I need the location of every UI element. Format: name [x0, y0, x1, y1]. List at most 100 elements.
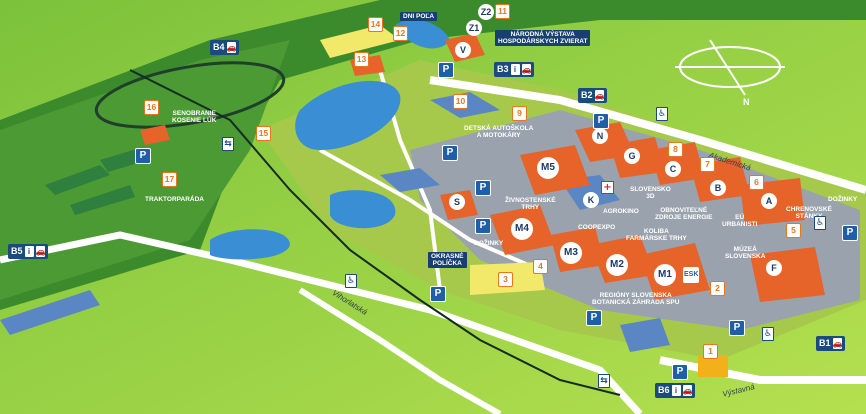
plot-1 — [698, 355, 728, 377]
marker-10[interactable]: 10 — [453, 94, 468, 109]
marker-11[interactable]: 11 — [495, 4, 510, 19]
road-south-west — [0, 231, 643, 414]
car-icon: 🚗 — [521, 64, 532, 76]
lake-north — [295, 80, 401, 150]
label-dozinky-top: DOŽINKY — [828, 196, 858, 203]
building-v[interactable]: V — [455, 42, 471, 58]
label-detska-autoskola: DETSKÁ AUTOŠKOLA A MOTOKÁRY — [464, 125, 534, 139]
marker-4[interactable]: 4 — [533, 259, 548, 274]
field-west — [0, 40, 290, 300]
building-z2[interactable]: Z2 — [478, 4, 494, 20]
marker-8[interactable]: 8 — [668, 142, 683, 157]
parking-sign[interactable]: P — [672, 364, 688, 380]
wc-icon: i — [24, 246, 34, 258]
road-vihorlatska — [298, 287, 502, 414]
gate-b3-label: B3 — [497, 64, 509, 74]
gate-b5-label: B5 — [11, 246, 23, 256]
gate-b1[interactable]: B1🚗 — [816, 336, 845, 351]
label-obnovitelne-zdroje: OBNOVITEĽNÉ ZDROJE ENERGIE — [655, 207, 713, 221]
wc-icon: ♿ — [656, 107, 668, 121]
rail-station-icon: ⇆ — [598, 374, 610, 388]
road-vystavna — [659, 356, 866, 384]
building-k[interactable]: K — [583, 192, 599, 208]
building-n[interactable]: N — [592, 128, 608, 144]
parking-sign[interactable]: P — [135, 148, 151, 164]
label-narodna-vystava: NÁRODNÁ VÝSTAVA HOSPODÁRSKYCH ZVIERAT — [495, 30, 591, 46]
marker-13[interactable]: 13 — [354, 52, 369, 67]
parking-sign[interactable]: P — [729, 320, 745, 336]
railway-line — [129, 69, 621, 396]
lake-south — [210, 229, 290, 260]
building-z1[interactable]: Z1 — [466, 20, 482, 36]
building-f[interactable]: F — [766, 260, 782, 276]
parking-sign[interactable]: P — [430, 286, 446, 302]
marker-15[interactable]: 15 — [256, 126, 271, 141]
marker-17[interactable]: 17 — [162, 172, 177, 187]
label-zivnostenske-trhy: ŽIVNOSTENSKÉ TRHY — [505, 197, 556, 211]
label-traktoparada: TRAKTORPARÁDA — [145, 196, 204, 203]
label-regiony: REGIÓNY SLOVENSKA BOTANICKÁ ZÁHRADA SPU — [592, 292, 680, 306]
building-m3[interactable]: M3 — [560, 242, 582, 264]
marker-2[interactable]: 2 — [710, 281, 725, 296]
building-m5[interactable]: M5 — [537, 157, 559, 179]
label-dni-pola: DNI POĽA — [400, 12, 438, 21]
car-icon: 🚗 — [594, 90, 605, 102]
wc-icon: ♿ — [814, 216, 826, 230]
gate-b2[interactable]: B2🚗 — [578, 88, 607, 103]
marker-7[interactable]: 7 — [700, 157, 715, 172]
gate-b2-label: B2 — [581, 90, 593, 100]
pond-north — [395, 20, 450, 49]
label-coopexpo: COOPEXPO — [578, 224, 616, 231]
compass-rose — [675, 39, 785, 96]
building-a[interactable]: A — [761, 193, 777, 209]
building-m2[interactable]: M2 — [606, 254, 628, 276]
building-g[interactable]: G — [624, 148, 640, 164]
car-icon: 🚗 — [832, 338, 843, 350]
wc-icon: i — [671, 385, 681, 397]
label-eu-urbanisti: EÚ URBANISTI — [722, 214, 758, 228]
gate-b6-label: B6 — [658, 385, 670, 395]
label-koliba: KOLIBA FARMÁRSKE TRHY — [626, 228, 687, 242]
plot-dni-pola — [320, 25, 400, 58]
parking-sign[interactable]: P — [475, 218, 491, 234]
parking-sign[interactable]: P — [593, 113, 609, 129]
label-senobranie: SENOBRANIE KOSENIE LÚK — [172, 110, 217, 124]
parking-sign[interactable]: P — [442, 145, 458, 161]
building-c[interactable]: C — [665, 161, 681, 177]
building-s[interactable]: S — [449, 194, 465, 210]
building-m4[interactable]: M4 — [511, 218, 533, 240]
marker-16[interactable]: 16 — [144, 100, 159, 115]
marker-9[interactable]: 9 — [512, 106, 527, 121]
marker-1[interactable]: 1 — [703, 344, 718, 359]
road-akademicka — [429, 76, 866, 194]
marker-5[interactable]: 5 — [786, 223, 801, 238]
car-icon: 🚗 — [226, 42, 237, 54]
marker-6[interactable]: 6 — [749, 175, 764, 190]
gate-b1-label: B1 — [819, 338, 831, 348]
parking-sign[interactable]: P — [438, 62, 454, 78]
wc-icon: i — [510, 64, 520, 76]
label-chrenovske-stanky: CHRENOVSKÉ STÁNKY — [786, 206, 832, 220]
parking-sign[interactable]: P — [586, 310, 602, 326]
car-icon: 🚗 — [682, 385, 693, 397]
building-b[interactable]: B — [710, 180, 726, 196]
label-agrokino: AGROKINO — [603, 208, 639, 215]
label-slovensko-3d: SLOVENSKO 3D — [630, 186, 671, 200]
gate-b4[interactable]: B4🚗 — [210, 40, 239, 55]
marker-3[interactable]: 3 — [498, 272, 513, 287]
parking-sign[interactable]: P — [842, 225, 858, 241]
wc-icon: ♿ — [762, 327, 774, 341]
label-okrasne-policka: OKRASNÉ POLÍČKA — [428, 252, 467, 268]
label-muzea: MÚZEÁ SLOVENSKA — [725, 246, 766, 260]
parking-sign[interactable]: P — [475, 180, 491, 196]
esk-logo: ESK — [683, 267, 699, 283]
marker-14[interactable]: 14 — [368, 17, 383, 32]
marker-12[interactable]: 12 — [393, 26, 408, 41]
first-aid-icon: + — [601, 181, 614, 194]
building-m1[interactable]: M1 — [654, 264, 676, 286]
